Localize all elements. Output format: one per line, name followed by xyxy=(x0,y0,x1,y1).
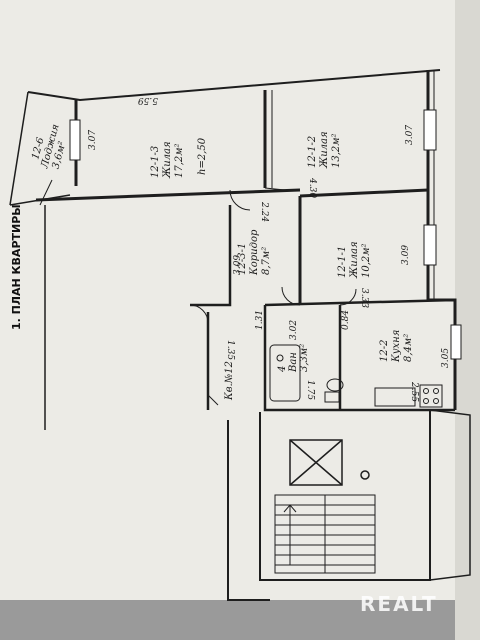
toilet-tank xyxy=(324,391,340,403)
room-living3: 12-1-3 Жилая 17,2м² xyxy=(150,141,185,179)
room-corridor-area: 8,7м² xyxy=(261,247,272,275)
room-living2-area: 13,2м² xyxy=(331,133,342,168)
kitchen-fixtures xyxy=(374,384,443,408)
room-bath: 4 Ван 3,3м² xyxy=(277,344,310,373)
bath-fixtures xyxy=(269,344,344,403)
room-living3-name: Жилая xyxy=(162,141,173,179)
room-bath-code: 4 xyxy=(277,366,288,373)
dim-1-75: 1.75 xyxy=(305,380,315,400)
room-living1-name: Жилая xyxy=(349,241,360,279)
room-kitchen-name: Кухня xyxy=(391,330,402,363)
room-living2-code: 12-1-2 xyxy=(307,136,318,168)
windows xyxy=(69,109,462,360)
dim-1-35: 1.35 xyxy=(225,340,235,360)
dim-3-09-living1: 3.09 xyxy=(401,245,411,265)
window-kitchen xyxy=(450,324,462,360)
dim-2-55: 2.55 xyxy=(409,381,419,402)
room-living2-name: Жилая xyxy=(319,131,330,169)
ceiling-height: h=2,50 xyxy=(197,137,208,175)
dim-3-07-right: 3.07 xyxy=(405,125,415,145)
doors xyxy=(39,179,357,406)
room-kitchen-code: 12-2 xyxy=(379,340,390,362)
dim-3-33: 3.33 xyxy=(359,288,369,308)
bath-drain xyxy=(276,354,284,362)
elevator-shaft xyxy=(289,439,370,486)
window-living1 xyxy=(423,224,437,266)
room-bath-area: 3,3м² xyxy=(299,344,310,372)
room-kitchen: 12-2 Кухня 8,4м² xyxy=(379,330,414,363)
toilet xyxy=(326,378,344,392)
room-bath-name: Ван xyxy=(288,352,299,373)
counter xyxy=(374,387,416,407)
plan-title: 1. ПЛАН КВАРТИРЫ xyxy=(10,204,23,330)
photo-shadow-right xyxy=(455,0,480,640)
room-living1: 12-1-1 Жилая 10,2м² xyxy=(337,241,372,279)
dim-4-30: 4.30 xyxy=(307,177,317,198)
room-corridor-code: 12-3-1 xyxy=(237,243,248,275)
walls xyxy=(9,69,471,601)
room-corridor: 12-3-1 Коридор 8,7м² xyxy=(237,229,272,276)
realt-watermark: REALT xyxy=(360,592,438,616)
dim-3-09-corridor: 3.09 xyxy=(233,255,243,275)
room-living3-code: 12-1-3 xyxy=(150,146,161,178)
stove xyxy=(419,384,443,408)
dim-0-84: 0.84 xyxy=(341,310,351,330)
room-living3-area: 17,2м² xyxy=(174,143,185,178)
room-living1-code: 12-1-1 xyxy=(337,246,348,278)
dim-3-02: 3.02 xyxy=(289,320,299,340)
staircase xyxy=(274,494,376,574)
bathtub xyxy=(269,344,301,402)
photo-shadow-bottom xyxy=(0,600,480,640)
room-living1-area: 10,2м² xyxy=(361,243,372,278)
window-loggia xyxy=(69,119,81,161)
dim-3-07-left: 3.07 xyxy=(88,130,98,150)
dim-3-05: 3.05 xyxy=(441,348,451,368)
room-kitchen-area: 8,4м² xyxy=(403,334,414,362)
window-living2 xyxy=(423,109,437,151)
room-corridor-name: Коридор xyxy=(249,229,260,276)
dim-1-31: 1.31 xyxy=(255,310,265,330)
dim-2-24: 2.24 xyxy=(259,201,269,222)
apartment-number: Кв.№12 xyxy=(224,361,235,401)
dim-5-59: 5.59 xyxy=(138,95,158,105)
room-living2: 12-1-2 Жилая 13,2м² xyxy=(307,131,342,169)
